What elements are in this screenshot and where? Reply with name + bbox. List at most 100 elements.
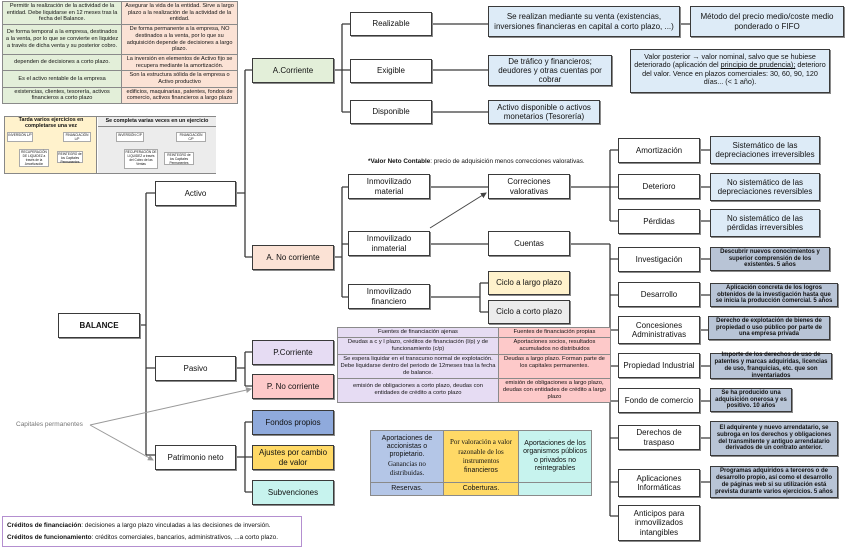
concesiones-description: Derecho de explotación de bienes de prop… [708, 316, 830, 340]
pasivo-no-corriente-node: P. No corriente [252, 374, 334, 399]
cycle-step: RECUPERACIÓN DE LIQUIDEZ a través del Co… [124, 149, 158, 169]
table-row: Deudas a c y l plazo, créditos de financ… [337, 336, 612, 355]
cycle-panel: Tarda varios ejercicios en completarse u… [4, 116, 216, 174]
activo-node: Activo [155, 181, 236, 206]
investigacion-description: Descubrir nuevos conocimientos y superio… [710, 247, 830, 271]
coberturas-cell: Coberturas. [442, 482, 520, 496]
realizable-description: Se realizan mediante su venta (existenci… [488, 6, 680, 37]
cell-text: Aportaciones de accionistas o propietari… [381, 434, 433, 459]
note-term: Créditos de financiación [7, 522, 82, 529]
table-cell: Permitir la realización de la actividad … [1, 0, 123, 26]
derechos-traspaso-node: Derechos de traspaso [618, 425, 700, 450]
cell-text: financieros [464, 466, 498, 474]
vnc-definition: : precio de adquisición menos correccion… [430, 158, 585, 165]
subvenciones-node: Subvenciones [252, 480, 334, 505]
table-cell: Aportaciones socios, resultados acumulad… [497, 336, 612, 355]
capitales-permanentes-label: Capitales permanentes [16, 421, 83, 428]
cycle-step: FINANCIACIÓN C/P [176, 132, 206, 142]
note-text: : decisiones a largo plazo vinculadas a … [81, 522, 271, 529]
perdidas-description: No sistemático de las pérdidas irreversi… [710, 209, 820, 237]
short-cycle-panel: Se completa varias veces en un ejercicio… [98, 117, 216, 173]
table-row: dependen de decisiones a corto plazo.La … [1, 53, 238, 72]
ciclo-corto-plazo-node: Ciclo a corto plazo [488, 300, 570, 324]
patrimonio-neto-table: Aportaciones de accionistas o propietari… [370, 429, 592, 496]
cycle-step: REINTEGRO de los Capitales Permanentes [57, 151, 83, 164]
inmovilizado-material-node: Inmovilizado material [348, 174, 430, 199]
perdidas-node: Pérdidas [618, 209, 700, 234]
ajustes-cambio-valor-node: Ajustes por cambio de valor [252, 445, 334, 470]
current-vs-noncurrent-table: Permitir la realización de la actividad … [1, 0, 238, 105]
patrimonio-neto-node: Patrimonio neto [155, 445, 236, 470]
footer-note: Créditos de financiación: decisiones a l… [7, 520, 297, 532]
table-cell: existencias, clientes, tesorería, activo… [1, 86, 123, 105]
desarrollo-description: Aplicación concreta de los logros obteni… [710, 283, 838, 307]
activo-corriente-node: A.Corriente [252, 58, 334, 83]
cycle-step: FINANCIACIÓN L/P [63, 132, 91, 142]
table-cell: dependen de decisiones a corto plazo. [1, 53, 123, 72]
table-header: Fuentes de financiación ajenas [337, 327, 499, 338]
long-cycle-header: Tarda varios ejercicios en completarse u… [18, 117, 84, 130]
prudence-principle-link: principio de prudencia); [720, 60, 796, 70]
propiedad-industrial-description: Importe de los derechos de uso de patent… [710, 352, 832, 379]
table-cell: Asegurar la vida de la entidad. Sirve a … [121, 0, 238, 26]
reservas-cell: Reservas. [370, 482, 444, 496]
table-cell: Deudas a largo plazo. Forman parte de lo… [497, 353, 612, 379]
table-row: emisión de obligaciones a corto plazo, d… [337, 377, 612, 403]
table-row: De forma temporal a la empresa, destinad… [1, 24, 238, 55]
table-cell: Deudas a c y l plazo, créditos de financ… [337, 336, 499, 355]
aplicaciones-informaticas-node: Aplicaciones Informáticas [618, 469, 700, 497]
realizable-valuation-method: Método del precio medio/coste medio pond… [690, 6, 844, 37]
table-row: Aportaciones de accionistas o propietari… [370, 429, 592, 484]
cycle-step: REINTEGRO de los Capitales Permanentes [164, 152, 194, 165]
cell-text: Ganancias no distribuidas. [388, 459, 426, 478]
credit-definitions-box: Créditos de financiación: decisiones a l… [2, 516, 302, 547]
note-text: Valor posterior → valor nominal, salvo q… [634, 52, 816, 70]
table-row: existencias, clientes, tesorería, activo… [1, 86, 238, 105]
investigacion-node: Investigación [618, 247, 700, 272]
note-text: : créditos comerciales, bancarios, admin… [91, 534, 278, 542]
table-cell: emisión de obligaciones a corto plazo, d… [337, 377, 499, 403]
exigible-description: De tráfico y financieros; deudores y otr… [488, 55, 612, 86]
cell-text: Por valoración a valor razonable de los … [449, 438, 512, 466]
concesiones-node: Concesiones Administrativas [618, 316, 700, 344]
fondo-comercio-node: Fondo de comercio [618, 388, 700, 413]
table-header: Fuentes de financiación propias [497, 327, 612, 338]
realizable-node: Realizable [350, 12, 432, 36]
cycle-step: RECUPERACIÓN DE LIQUIDEZ a través de la … [19, 149, 49, 167]
table-row: Reservas. Coberturas. [370, 482, 592, 496]
activo-no-corriente-node: A. No corriente [252, 245, 334, 270]
disponible-description: Activo disponible o activos monetarios (… [488, 100, 600, 124]
cycle-step: INVERSIÓN L/P [7, 132, 33, 142]
anticipos-node: Anticipos para inmovilizados intangibles [618, 505, 700, 541]
deterioro-node: Deterioro [618, 174, 700, 199]
amortizacion-node: Amortización [618, 138, 700, 163]
ciclo-largo-plazo-node: Ciclo a largo plazo [488, 271, 570, 295]
vnc-note: *Valor Neto Contable: precio de adquisic… [368, 158, 585, 165]
correcciones-valorativas-node: Correciones valorativas [488, 174, 570, 199]
derechos-traspaso-description: El adquirente y nuevo arrendatario, se s… [710, 421, 838, 456]
desarrollo-node: Desarrollo [618, 282, 700, 307]
table-cell: De forma permanente a la empresa, NO des… [121, 24, 238, 55]
fondo-comercio-description: Se ha producido una adquisición onerosa … [710, 388, 792, 412]
balance-node: BALANCE [58, 313, 140, 338]
long-cycle-panel: Tarda varios ejercicios en completarse u… [5, 117, 97, 173]
fondos-propios-node: Fondos propios [252, 410, 334, 435]
pasivo-corriente-node: P.Corriente [252, 340, 334, 365]
pasivo-node: Pasivo [155, 356, 236, 381]
inmovilizado-financiero-node: Inmovilizado financiero [348, 284, 430, 309]
ajustes-cell: Por valoración a valor razonable de los … [442, 429, 520, 484]
disponible-node: Disponible [350, 100, 432, 124]
table-row: Permitir la realización de la actividad … [1, 0, 238, 26]
short-cycle-header: Se completa varias veces en un ejercicio [98, 118, 216, 127]
table-cell: De forma temporal a la empresa, destinad… [1, 24, 123, 55]
table-cell: edificios, maquinarias, patentes, fondos… [121, 86, 238, 105]
vnc-term: *Valor Neto Contable [368, 158, 431, 165]
table-cell: Se espera liquidar en el transcurso norm… [337, 353, 499, 379]
exigible-node: Exigible [350, 59, 432, 83]
inmovilizado-inmaterial-node: Inmovilizado inmaterial [348, 231, 430, 256]
exigible-valuation-note: Valor posterior → valor nominal, salvo q… [630, 49, 830, 93]
table-cell: Son la estructura sólida de la empresa o… [121, 70, 238, 88]
